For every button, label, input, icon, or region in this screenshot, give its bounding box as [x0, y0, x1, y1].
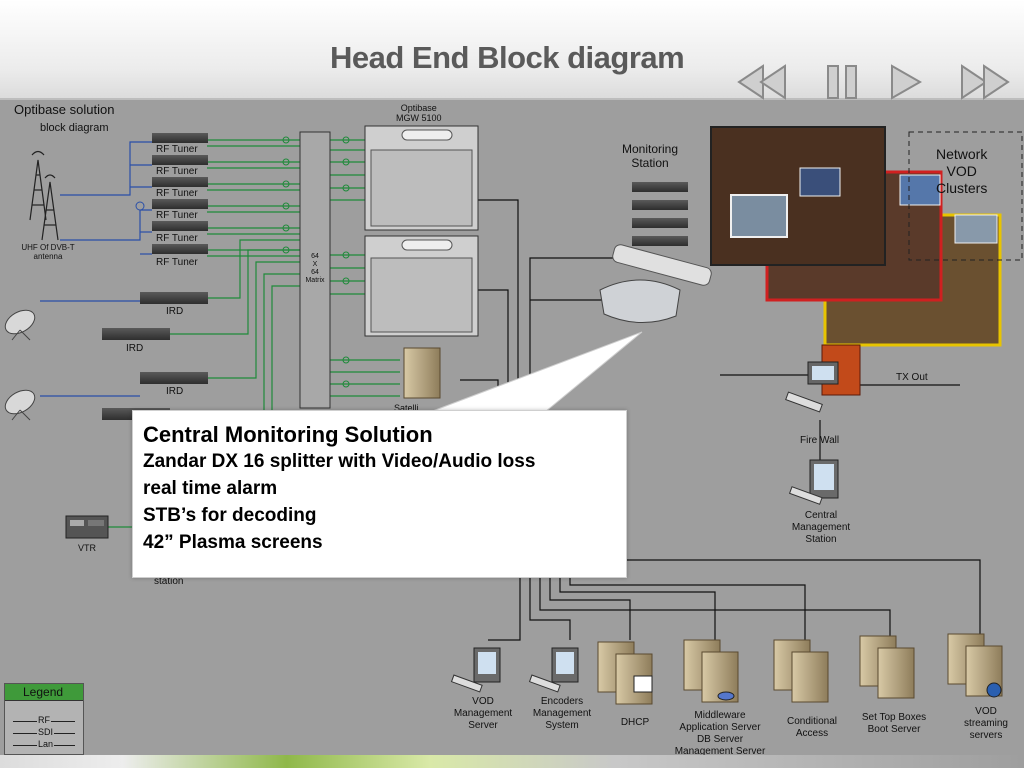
ird-devices: [102, 292, 208, 420]
stb-boot-server-icon: [859, 635, 915, 699]
rf-tuner-label: RF Tuner: [156, 188, 198, 199]
station-label: station: [154, 576, 184, 587]
conditional-access-server-icon: [773, 639, 829, 703]
dhcp-label: DHCP: [620, 717, 650, 728]
matrix-connector-loops: [282, 136, 350, 388]
callout-pointer: [429, 331, 643, 413]
fire-wall-label: Fire Wall: [800, 435, 840, 446]
optibase-mgw-rack-2: [364, 235, 479, 337]
monitoring-station-label: Monitoring Station: [622, 142, 679, 170]
slide-title: Head End Block diagram: [330, 40, 685, 75]
satellite-label: Satelli: [394, 403, 419, 413]
play-icon[interactable]: [886, 62, 926, 100]
vod-streaming-servers-label: VOD streaming servers: [964, 706, 1008, 741]
monitoring-station-devices: [632, 182, 688, 246]
uhf-antenna-icon: [29, 150, 59, 241]
callout-line: Zandar DX 16 splitter with Video/Audio l…: [143, 451, 536, 472]
callout-line: real time alarm: [143, 478, 278, 499]
rewind-icon[interactable]: [735, 62, 790, 100]
plasma-screens: [710, 126, 1002, 347]
legend-rf-label: RF: [37, 715, 51, 725]
network-vod-clusters-frame: [908, 131, 1023, 261]
uhf-antenna-label: UHF Of DVB-T antenna: [21, 243, 75, 261]
ird-label: IRD: [166, 386, 184, 397]
block-diagram-label: block diagram: [40, 122, 109, 134]
satellite-dish-icon: [4, 389, 36, 421]
middleware-label: Middleware Application Server DB Server …: [674, 710, 766, 757]
vod-management-workstation-icon: [450, 647, 501, 693]
optibase-mgw-rack-1: [364, 125, 479, 231]
legend-sdi-label: SDI: [37, 727, 55, 737]
rf-tuner-label: RF Tuner: [156, 257, 198, 268]
slide-header: Head End Block diagram: [0, 0, 1024, 100]
legend-sdi: SDI: [5, 727, 83, 739]
callout-line: STB’s for decoding: [143, 505, 317, 526]
satellite-dish-icon: [4, 309, 36, 341]
vod-management-server-label: VOD Management Server: [453, 696, 513, 731]
legend-title: Legend: [5, 684, 83, 701]
rf-tuner-label: RF Tuner: [156, 233, 198, 244]
callout-line: 42” Plasma screens: [143, 532, 323, 553]
satellite-server-icon: [403, 347, 441, 399]
optibase-solution-label: Optibase solution: [14, 102, 115, 117]
firewall-icon: [785, 344, 861, 413]
vod-streaming-server-icon: [947, 633, 1003, 698]
central-management-workstation-icon: [788, 459, 839, 505]
pause-icon[interactable]: [822, 62, 862, 100]
matrix-label: 64 X 64 Matrix: [305, 253, 325, 284]
stb-boot-server-label: Set Top Boxes Boot Server: [861, 712, 927, 735]
fast-forward-icon[interactable]: [958, 62, 1013, 100]
rf-tuner-label: RF Tuner: [156, 166, 198, 177]
legend-rf: RF: [5, 715, 83, 727]
rf-tuner-label: RF Tuner: [156, 144, 198, 155]
vtr-icon: [65, 515, 109, 539]
optibase-mgw-label: Optibase MGW 5100: [396, 103, 442, 123]
legend: Legend RF SDI Lan: [4, 683, 84, 755]
block-diagram: [4, 125, 1023, 705]
matrix-switch: [299, 131, 331, 409]
conditional-access-label: Conditional Access: [786, 716, 838, 739]
rf-tuner-label: RF Tuner: [156, 210, 198, 221]
rf-tuner-stack: [152, 133, 208, 254]
vtr-label: VTR: [78, 543, 96, 553]
ird-label: IRD: [166, 306, 184, 317]
encoders-management-workstation-icon: [528, 647, 579, 693]
callout-title: Central Monitoring Solution: [143, 422, 433, 447]
rf-splitter-icon: [135, 201, 145, 211]
encoders-management-system-label: Encoders Management System: [532, 696, 592, 731]
middleware-server-icon: [683, 639, 739, 703]
central-management-station-label: Central Management Station: [791, 510, 851, 545]
dhcp-server-icon: [597, 641, 653, 705]
legend-lan-label: Lan: [37, 739, 55, 749]
tx-out-label: TX Out: [896, 372, 928, 383]
rf-links: [40, 141, 152, 397]
stb-remote-icon: [599, 244, 712, 324]
network-vod-clusters-label: Network VOD Clusters: [936, 146, 988, 196]
slide-footer-bar: [0, 755, 1024, 768]
callout-box: Central Monitoring Solution Zandar DX 16…: [132, 410, 627, 578]
ird-label: IRD: [126, 343, 144, 354]
legend-lan: Lan: [5, 739, 83, 751]
